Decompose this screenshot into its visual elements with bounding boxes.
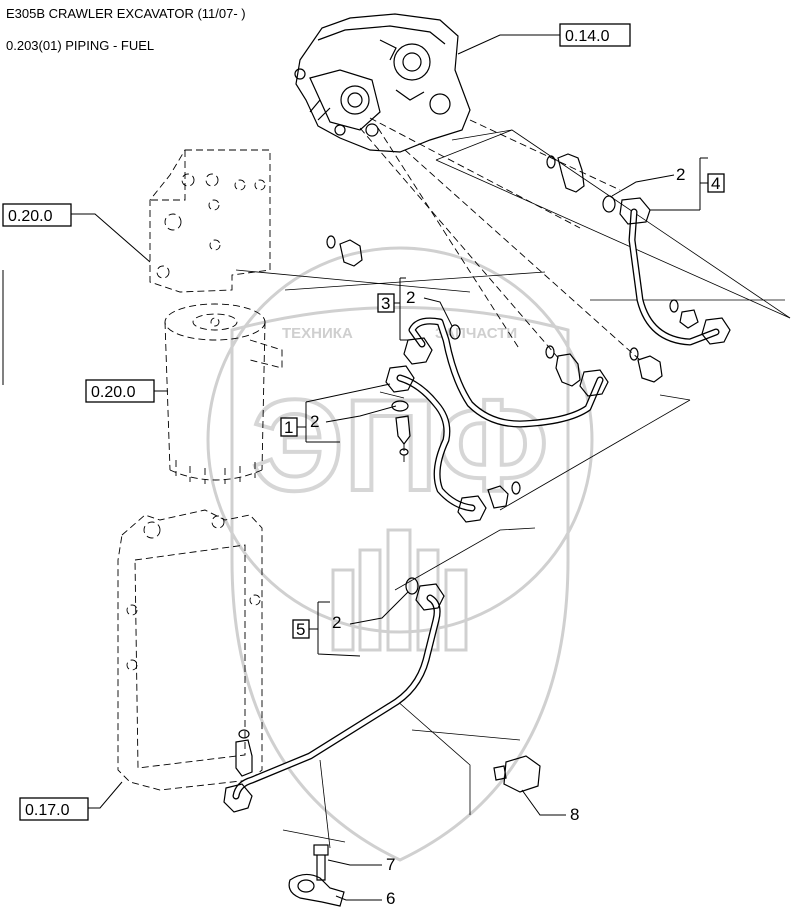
page-title: E305B CRAWLER EXCAVATOR (11/07- ) — [6, 6, 246, 21]
fuel-cooler — [117, 509, 263, 791]
watermark: ТЕХНИКА ЗАПЧАСТИ ЭПФ — [206, 246, 594, 862]
clamp-6 — [288, 873, 345, 907]
callout-2-bottom: 2 — [332, 613, 341, 632]
assembly-label-4: 4 — [711, 174, 720, 193]
pipe-1 — [385, 365, 521, 523]
assembly-label-5: 5 — [296, 620, 305, 639]
watermark-left-text: ТЕХНИКА — [282, 325, 353, 342]
callout-2-top-right: 2 — [676, 165, 685, 184]
ref-box-0-17-0[interactable]: 0.17.0 — [19, 797, 89, 821]
assembly-box-5[interactable]: 5 — [292, 619, 310, 639]
watermark-towers — [331, 528, 468, 652]
mounting-bracket — [149, 149, 271, 293]
sensor-8 — [493, 755, 541, 793]
assembly-box-3[interactable]: 3 — [377, 293, 395, 313]
ref-label-0-20-0-a: 0.20.0 — [8, 208, 53, 225]
pipe-3 — [326, 235, 663, 428]
ref-label-0-17-0: 0.17.0 — [25, 802, 70, 819]
fuel-filter — [164, 303, 283, 484]
pipe-5 — [223, 577, 445, 813]
callout-2-mid: 2 — [406, 288, 415, 307]
pipe-4 — [546, 153, 731, 346]
page-subtitle: 0.203(01) PIPING - FUEL — [6, 38, 155, 53]
assembly-label-3: 3 — [381, 294, 390, 313]
injection-pump — [294, 13, 471, 153]
ref-box-0-20-0-a[interactable]: 0.20.0 — [2, 203, 72, 227]
callout-8: 8 — [570, 805, 579, 824]
callout-6: 6 — [386, 889, 395, 908]
bolt-7 — [313, 844, 329, 881]
ref-box-0-14-0[interactable]: 0.14.0 — [559, 23, 631, 47]
callout-2-left: 2 — [310, 412, 319, 431]
watermark-logo-text: ЭПФ — [252, 372, 549, 518]
assembly-box-4[interactable]: 4 — [707, 173, 725, 193]
ref-box-0-20-0-b[interactable]: 0.20.0 — [85, 379, 155, 403]
assembly-box-1[interactable]: 1 — [280, 417, 298, 437]
assembly-label-1: 1 — [284, 418, 293, 437]
watermark-right-text: ЗАПЧАСТИ — [435, 325, 517, 342]
callout-7: 7 — [386, 855, 395, 874]
ref-label-0-20-0-b: 0.20.0 — [91, 384, 136, 401]
ref-label-0-14-0: 0.14.0 — [565, 28, 610, 45]
